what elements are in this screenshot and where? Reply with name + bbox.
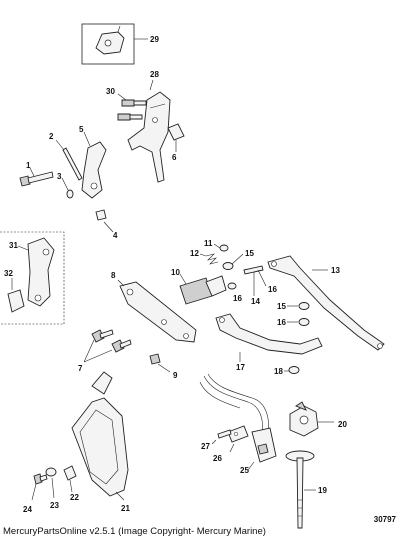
part-26-clip	[227, 425, 249, 443]
part-24-screw	[33, 473, 48, 485]
callout-7: 7	[78, 364, 83, 373]
image-caption: MercuryPartsOnline v2.5.1 (Image Copyrig…	[3, 526, 266, 537]
part-1-bolt	[19, 171, 54, 187]
part-30-bolts	[117, 99, 147, 121]
part-21-cover	[71, 371, 129, 497]
callout-28: 28	[150, 70, 159, 79]
part-20-sensor	[289, 401, 319, 437]
callout-19: 19	[318, 486, 327, 495]
part-29-bracket	[81, 23, 135, 65]
callout-21: 21	[121, 504, 130, 513]
part-3-washer	[66, 189, 74, 199]
callout-12: 12	[190, 249, 199, 258]
part-15-nut-right	[298, 302, 310, 310]
inset-31-32	[0, 231, 65, 325]
part-6-spacer	[167, 123, 185, 141]
part-14-pin	[243, 265, 264, 275]
part-5-lever	[81, 141, 107, 199]
callout-23: 23	[50, 501, 59, 510]
callout-2: 2	[49, 132, 54, 141]
callout-31: 31	[9, 241, 18, 250]
callout-16-left: 16	[233, 294, 242, 303]
part-12-spring	[205, 253, 219, 265]
callout-3: 3	[57, 172, 62, 181]
callout-11: 11	[204, 239, 213, 248]
part-16-washer-right	[298, 318, 310, 326]
part-25-switch-harness	[199, 373, 277, 463]
part-18-nut	[288, 366, 300, 374]
callout-16-right: 16	[268, 285, 277, 294]
callout-30: 30	[106, 87, 115, 96]
callout-9: 9	[173, 371, 178, 380]
drawing-number: 30797	[373, 515, 396, 524]
part-22-bushing	[63, 465, 77, 481]
callout-24: 24	[23, 505, 32, 514]
part-27-screw	[217, 429, 232, 439]
callout-4: 4	[113, 231, 118, 240]
part-19-shaft	[285, 450, 315, 529]
part-15-nut-upper	[222, 262, 234, 270]
callout-26: 26	[213, 454, 222, 463]
callout-22: 22	[70, 493, 79, 502]
part-7-screws	[91, 329, 132, 353]
part-17-lever-arm	[215, 313, 323, 355]
part-9-screw	[149, 353, 161, 365]
callout-32: 32	[4, 269, 13, 278]
part-28-bracket	[127, 91, 171, 183]
callout-16-bottom: 16	[277, 318, 286, 327]
callout-13: 13	[331, 266, 340, 275]
part-23-washer	[45, 467, 57, 477]
callout-25: 25	[240, 466, 249, 475]
part-13-link-rod	[267, 255, 385, 351]
callout-20: 20	[338, 420, 347, 429]
callout-8: 8	[111, 271, 116, 280]
callout-27: 27	[201, 442, 210, 451]
callout-17: 17	[236, 363, 245, 372]
callout-10: 10	[171, 268, 180, 277]
callout-15-upper: 15	[245, 249, 254, 258]
callout-6: 6	[172, 153, 177, 162]
callout-1: 1	[26, 161, 31, 170]
part-16-washer-upper	[227, 282, 237, 290]
part-10-actuator	[179, 275, 227, 305]
part-2-screw	[62, 147, 83, 181]
callout-15-right: 15	[277, 302, 286, 311]
part-8-plate	[119, 281, 197, 343]
part-11-nut	[219, 244, 229, 252]
callout-18: 18	[274, 367, 283, 376]
callout-5: 5	[79, 125, 84, 134]
part-4-bushing	[95, 209, 107, 221]
callout-14: 14	[251, 297, 260, 306]
callout-29: 29	[150, 35, 159, 44]
